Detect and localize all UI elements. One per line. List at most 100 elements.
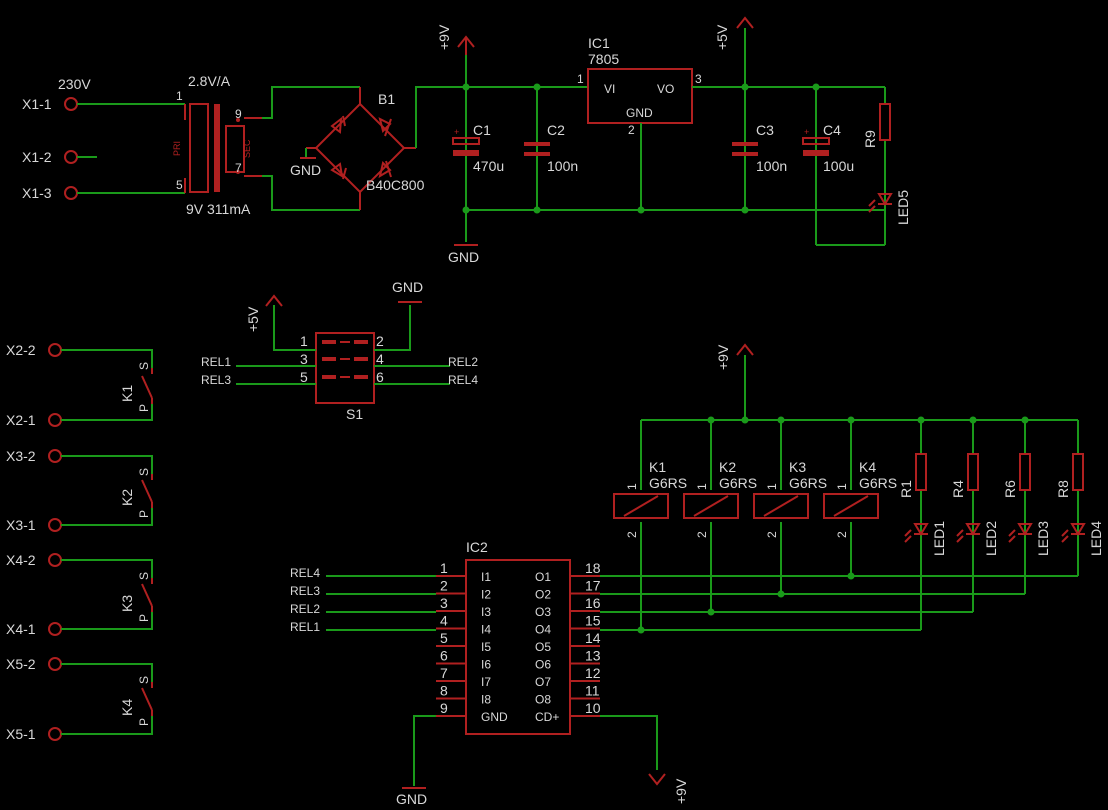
ic2-pin-number: 10 [585,700,601,716]
contact-k4: X5-2 X5-1 K4 S P [6,656,153,742]
ic2-pin-number: 7 [440,665,448,681]
x2-2-label: X2-2 [6,342,36,358]
capacitor-c3: C3 100n [732,122,787,174]
ic2-pin-label: I3 [481,605,491,619]
ic2-pin-number: 6 [440,648,448,664]
s1-pin-3: 3 [300,351,308,367]
ic2-pin-number: 16 [585,595,601,611]
s1-pin-1: 1 [300,333,308,349]
ic2-pin-label: GND [481,710,508,724]
k4-coil-pin-2: 2 [835,531,849,538]
ic2-pin-label: O3 [535,605,551,619]
ic2-pin-label: O7 [535,675,551,689]
ic1-pin-3: 3 [695,72,702,86]
sec-label: SEC [242,139,252,158]
k1-p-label: P [137,404,151,412]
r6-label: R6 [1002,480,1018,498]
trafo-pin-7: 7 [235,161,242,175]
s1-label: S1 [346,406,363,422]
c3-label: C3 [756,122,774,138]
ic2-pin-1: 1I1 [436,560,491,584]
ic2-pin-label: I2 [481,588,491,602]
k3-coil-label: K3 [789,459,806,475]
s1-rel4: REL4 [448,373,478,387]
k3-coil-pin-1: 1 [765,483,779,490]
c2-label: C2 [547,122,565,138]
relay-contacts: X2-2 X2-1 K1 S P X3-2 X3-1 K2 S P X4-2 X… [6,342,153,742]
ic2-pin-number: 14 [585,630,601,646]
power-supply: X1-1 X1-2 X1-3 230V PRI SEC 1 5 9 7 2.8V… [22,16,911,265]
x1-3-label: X1-3 [22,185,52,201]
ic2-pin-number: 4 [440,613,448,629]
led3-label: LED3 [1035,521,1051,556]
ic2-pin-label: I4 [481,623,491,637]
resistor-r9: R9 [862,87,891,245]
ic1-label: IC1 [588,35,610,51]
k1-contact-label: K1 [119,385,135,402]
x5-2-label: X5-2 [6,656,36,672]
ic2-pin-label: I5 [481,640,491,654]
ic2-pin-label: O8 [535,693,551,707]
ic2-in-rel1: REL1 [290,620,320,634]
relay-plus9v-label: +9V [715,344,731,370]
k2-coil-pin-2: 2 [695,531,709,538]
ic2-pin-number: 3 [440,595,448,611]
ic2-pin-number: 11 [585,683,600,699]
ic2-pin-number: 13 [585,648,601,664]
k1-coil-pin-2: 2 [625,531,639,538]
x2-1-label: X2-1 [6,412,36,428]
ic2-gnd-label: GND [396,791,427,807]
k2-contact-label: K2 [119,489,135,506]
k4-coil-type: G6RS [859,475,897,491]
ic1-pin-2: 2 [628,123,635,137]
ic1-gnd: GND [626,106,653,120]
ic2-pin-number: 1 [440,560,448,576]
ic2-pin-number: 5 [440,630,448,646]
ic2-pin-8: 8I8 [436,683,491,707]
ic2-in-rel3: REL3 [290,584,320,598]
ic2-pin-label: CD+ [535,710,559,724]
ic2-pin-label: I1 [481,570,491,584]
ic2-pin-number: 18 [585,560,601,576]
ic2-pin-label: O2 [535,588,551,602]
c4-plus: + [804,127,809,137]
s1-plus5v-label: +5V [245,306,261,332]
bridge-rectifier [306,102,416,194]
led4-label: LED4 [1088,521,1104,556]
c4-value: 100u [823,158,854,174]
k4-p-label: P [137,718,151,726]
c2-value: 100n [547,158,578,174]
pri-label: PRI [172,141,182,156]
ic2-pin-label: O4 [535,623,551,637]
k3-p-label: P [137,614,151,622]
k1-coil-type: G6RS [649,475,687,491]
led5: LED5 [868,190,911,225]
k2-coil-label: K2 [719,459,736,475]
regulator-ic1: VI VO GND IC1 7805 1 3 2 [577,35,702,137]
capacitor-c2: C2 100n [524,87,578,210]
plus5v-label: +5V [714,24,730,50]
k4-coil-pin-1: 1 [835,483,849,490]
ic2-pin-2: 2I2 [436,578,491,602]
ic2-pin-label: I7 [481,675,491,689]
s1-pin-5: 5 [300,369,308,385]
connector-x1-3 [64,186,185,200]
led2-label: LED2 [983,521,999,556]
relay-bank: +9V K1 G6RS 1 2 K2 G6RS 1 2 K3 G6RS 1 2 [613,343,1104,630]
ic2-pin-6: 6I6 [436,648,491,672]
ic2-pin-label: O1 [535,570,551,584]
transformer: PRI SEC 1 5 9 7 [172,89,262,193]
ic1-pin-1: 1 [577,72,584,86]
transformer-rating: 2.8V/A [188,73,231,89]
ic2-in-rel2: REL2 [290,602,320,616]
relay-coil-k1: K1 G6RS 1 2 [613,420,687,630]
s1-rel1: REL1 [201,355,231,369]
